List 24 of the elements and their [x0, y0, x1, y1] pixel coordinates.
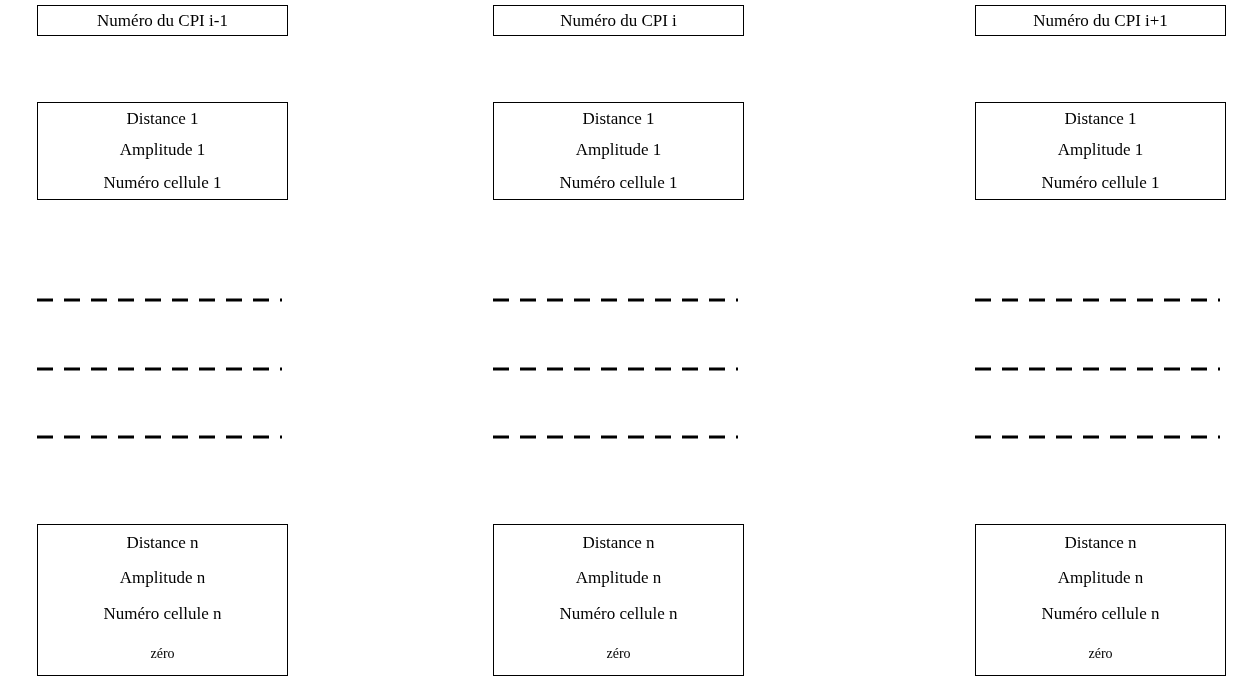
field-cell: Numéro cellule 1	[975, 166, 1226, 200]
header-cell: Numéro du CPI i-1	[37, 5, 288, 36]
field-cell: Numéro cellule n	[975, 596, 1226, 633]
header-cell: Numéro du CPI i	[493, 5, 744, 36]
terminator-cell: zéro	[975, 632, 1226, 676]
field-cell: Numéro cellule 1	[493, 166, 744, 200]
field-cell: Distance n	[37, 524, 288, 561]
field-cell: Amplitude 1	[37, 134, 288, 167]
field-cell: Amplitude 1	[975, 134, 1226, 167]
field-cell: Amplitude n	[37, 560, 288, 597]
field-cell: Numéro cellule n	[37, 596, 288, 633]
field-cell: Distance 1	[975, 102, 1226, 135]
field-cell: Distance n	[975, 524, 1226, 561]
field-cell: Distance n	[493, 524, 744, 561]
field-cell: Numéro cellule n	[493, 596, 744, 633]
terminator-cell: zéro	[37, 632, 288, 676]
field-cell: Distance 1	[493, 102, 744, 135]
field-cell: Amplitude n	[493, 560, 744, 597]
terminator-cell: zéro	[493, 632, 744, 676]
field-cell: Numéro cellule 1	[37, 166, 288, 200]
header-cell: Numéro du CPI i+1	[975, 5, 1226, 36]
field-cell: Distance 1	[37, 102, 288, 135]
field-cell: Amplitude 1	[493, 134, 744, 167]
field-cell: Amplitude n	[975, 560, 1226, 597]
